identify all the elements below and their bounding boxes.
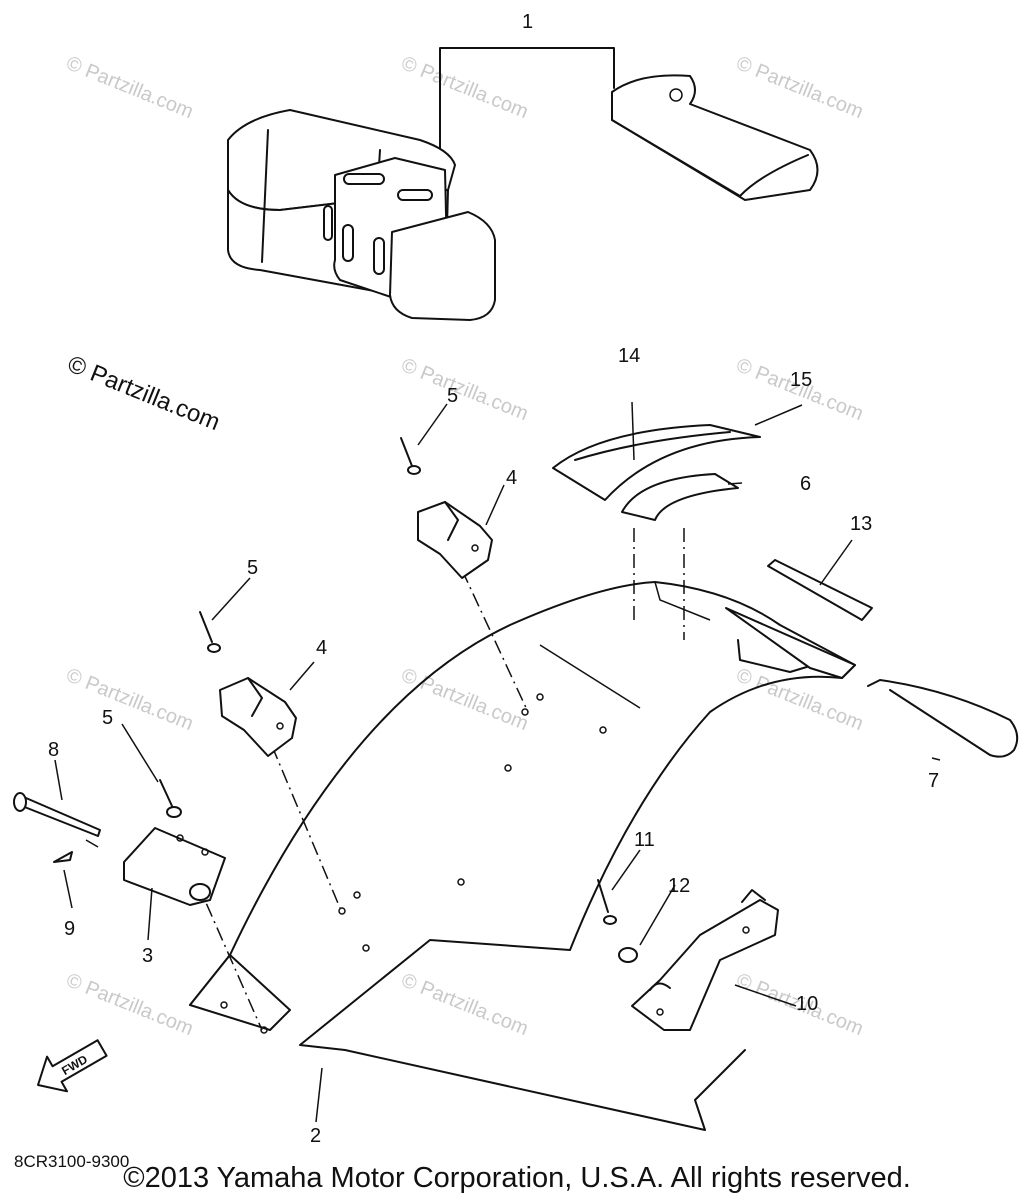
callout-5: 5 [247, 557, 258, 579]
flap-body [189, 581, 856, 1131]
fwd-arrow: FWD [37, 1039, 108, 1093]
watermark: © Partzilla.com [63, 52, 196, 123]
callout-7: 7 [928, 770, 939, 792]
callout-4: 4 [506, 467, 517, 489]
callout-10: 10 [796, 993, 818, 1015]
alignment-lines [85, 528, 685, 1031]
callout-15: 15 [790, 369, 812, 391]
watermark: © Partzilla.com [733, 52, 866, 123]
callout-8: 8 [48, 739, 59, 761]
diagram-code: 8CR3100-9300 [14, 1152, 130, 1171]
watermark: © Partzilla.com [398, 52, 531, 123]
callout-13: 13 [850, 513, 872, 535]
hinge-brackets [219, 501, 493, 757]
callout-14: 14 [618, 345, 640, 367]
mount-bracket [631, 889, 779, 1031]
callout-3: 3 [142, 945, 153, 967]
watermark: © Partzilla.com [398, 354, 531, 425]
callout-9: 9 [64, 918, 75, 940]
fasteners [159, 437, 638, 963]
leader-lines [54, 401, 941, 1123]
watermark: © Partzilla.com [63, 969, 196, 1040]
callout-1: 1 [522, 11, 533, 33]
callouts: 1 2 3 4 4 5 5 5 6 7 8 9 10 11 12 13 14 1… [48, 11, 939, 1147]
callout-2: 2 [310, 1125, 321, 1147]
watermark: © Partzilla.com [398, 969, 531, 1040]
stiffener-and-handle [767, 559, 1019, 758]
hinge-pin-assembly [13, 792, 226, 906]
callout-5: 5 [102, 707, 113, 729]
reflector-strips [552, 424, 761, 521]
watermark: © Partzilla.com [63, 664, 196, 735]
copyright-notice: ©2013 Yamaha Motor Corporation, U.S.A. A… [123, 1162, 911, 1194]
cover-assembly [227, 47, 819, 321]
watermark-dark: © Partzilla.com [64, 351, 224, 437]
callout-11: 11 [634, 829, 655, 851]
callout-12: 12 [668, 875, 690, 897]
callout-5: 5 [447, 385, 458, 407]
callout-6: 6 [800, 473, 811, 495]
callout-4: 4 [316, 637, 327, 659]
